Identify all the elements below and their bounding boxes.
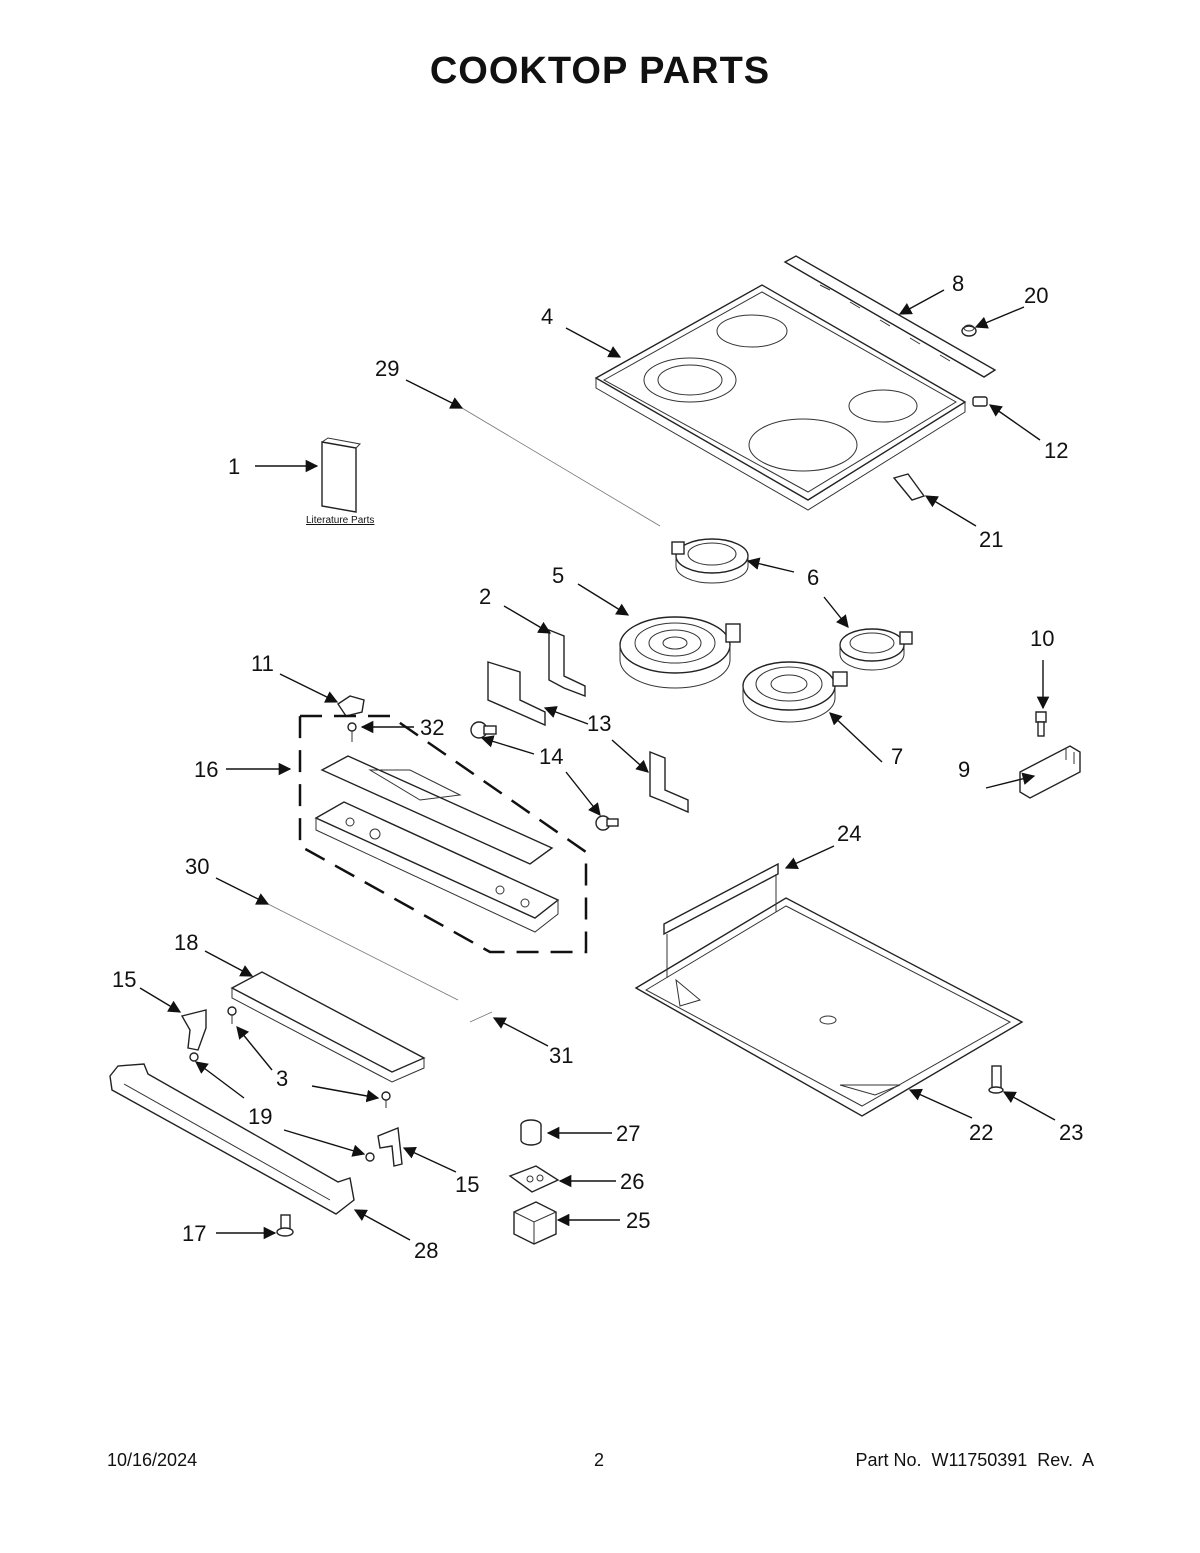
callout-3: 3 bbox=[276, 1066, 288, 1091]
callout-29: 29 bbox=[375, 356, 399, 381]
leader-lines bbox=[139, 289, 1056, 1241]
callout-labels: 1 2 3 4 5 6 7 8 9 10 11 12 13 14 15 15 1… bbox=[112, 271, 1083, 1263]
callout-6: 6 bbox=[807, 565, 819, 590]
part-switch-gasket bbox=[508, 1165, 560, 1193]
part-element-small-rear bbox=[671, 538, 749, 584]
callout-15-left: 15 bbox=[112, 967, 136, 992]
literature-label: Literature Parts bbox=[306, 515, 374, 526]
part-bracket-2 bbox=[548, 628, 586, 698]
part-screw-10 bbox=[1035, 711, 1047, 737]
callout-10: 10 bbox=[1030, 626, 1054, 651]
part-control-overlay bbox=[320, 755, 554, 865]
callout-14: 14 bbox=[539, 744, 563, 769]
part-front-trim bbox=[109, 1063, 355, 1215]
callout-25: 25 bbox=[626, 1208, 650, 1233]
part-bracket-15a bbox=[180, 1009, 207, 1051]
callout-15-right: 15 bbox=[455, 1172, 479, 1197]
assembly-boundary-16 bbox=[298, 714, 588, 954]
part-element-small-right bbox=[839, 628, 913, 671]
callout-23: 23 bbox=[1059, 1120, 1083, 1145]
part-knob bbox=[337, 695, 365, 717]
part-rear-trim bbox=[783, 255, 997, 378]
callout-1: 1 bbox=[228, 454, 240, 479]
callout-4: 4 bbox=[541, 304, 553, 329]
callout-17: 17 bbox=[182, 1221, 206, 1246]
part-bracket-9 bbox=[1019, 745, 1081, 799]
callout-16: 16 bbox=[194, 757, 218, 782]
callout-22: 22 bbox=[969, 1120, 993, 1145]
wire-29 bbox=[461, 407, 661, 527]
part-chassis-rail bbox=[663, 862, 779, 978]
part-bracket-13a bbox=[487, 661, 546, 727]
callout-12: 12 bbox=[1044, 438, 1068, 463]
part-element-large bbox=[619, 616, 741, 689]
part-switch bbox=[513, 1201, 557, 1245]
callout-28: 28 bbox=[414, 1238, 438, 1263]
callout-18: 18 bbox=[174, 930, 198, 955]
callout-27: 27 bbox=[616, 1121, 640, 1146]
part-screw-19a bbox=[189, 1052, 199, 1062]
wire-30 bbox=[267, 903, 459, 1001]
callout-7: 7 bbox=[891, 744, 903, 769]
part-control-housing bbox=[230, 971, 426, 1083]
callout-5: 5 bbox=[552, 563, 564, 588]
part-control-panel bbox=[314, 801, 560, 933]
part-screw-17 bbox=[276, 1214, 294, 1237]
callout-32: 32 bbox=[420, 715, 444, 740]
part-element-medium bbox=[742, 661, 848, 723]
callout-13: 13 bbox=[587, 711, 611, 736]
footer-part-number: Part No. W11750391 Rev. A bbox=[855, 1450, 1094, 1470]
callout-20: 20 bbox=[1024, 283, 1048, 308]
wire-31 bbox=[469, 1011, 493, 1023]
part-cooktop-glass bbox=[594, 284, 967, 511]
callout-26: 26 bbox=[620, 1169, 644, 1194]
part-cap bbox=[961, 324, 977, 337]
part-screw-14a bbox=[470, 721, 497, 739]
part-clip-12 bbox=[972, 396, 988, 407]
callout-19: 19 bbox=[248, 1104, 272, 1129]
callout-2: 2 bbox=[479, 584, 491, 609]
part-screw-3b bbox=[381, 1091, 391, 1108]
part-bracket-15b bbox=[377, 1127, 403, 1167]
callout-24: 24 bbox=[837, 821, 861, 846]
part-leg-screw bbox=[988, 1065, 1004, 1094]
part-bracket-21 bbox=[892, 473, 926, 501]
part-screw-19b bbox=[365, 1152, 375, 1162]
part-screw-3a bbox=[227, 1006, 237, 1024]
part-bracket-13b bbox=[649, 750, 689, 814]
footer-page-number: 2 bbox=[594, 1450, 605, 1470]
part-switch-cap bbox=[520, 1119, 542, 1146]
callout-8: 8 bbox=[952, 271, 964, 296]
part-literature: Literature Parts bbox=[306, 437, 374, 526]
callout-9: 9 bbox=[958, 757, 970, 782]
page-title: COOKTOP PARTS bbox=[429, 50, 771, 92]
callout-21: 21 bbox=[979, 527, 1003, 552]
callout-11: 11 bbox=[251, 651, 274, 676]
part-screw-32 bbox=[347, 722, 357, 742]
part-screw-14b bbox=[595, 815, 619, 831]
callout-31: 31 bbox=[549, 1043, 573, 1068]
footer-date: 10/16/2024 bbox=[107, 1450, 198, 1470]
part-chassis-plate bbox=[634, 897, 1024, 1117]
callout-30: 30 bbox=[185, 854, 209, 879]
